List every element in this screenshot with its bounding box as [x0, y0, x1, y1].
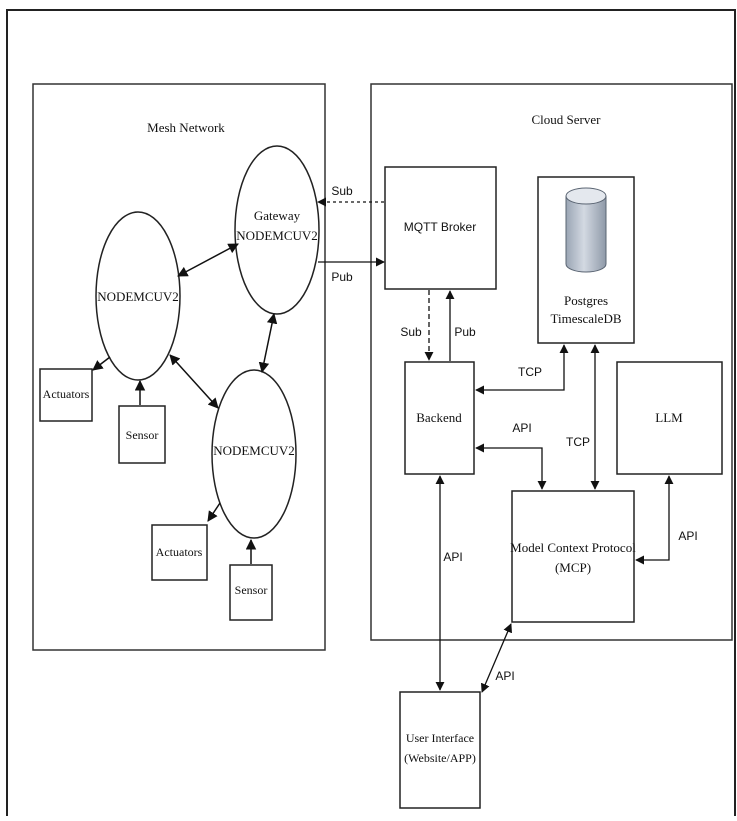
link-node-left-actuators — [92, 356, 111, 371]
link-node-left-gateway — [177, 243, 239, 277]
actuators-box-2 — [151, 524, 208, 581]
backend-box — [404, 361, 475, 475]
mqtt-broker-label: MQTT Broker — [404, 220, 476, 234]
label-api-backend-mcp: API — [512, 421, 531, 435]
sensor-label-1: Sensor — [126, 428, 159, 442]
user-interface-label-line1: User Interface — [406, 731, 474, 745]
mesh-network-group: Mesh Network Gateway NODEMCUV2 NODEMCUV2… — [32, 83, 326, 651]
sensor-box-1 — [118, 405, 166, 464]
link-gateway-node-bottom — [258, 312, 278, 374]
node-bottom-label: NODEMCUV2 — [213, 443, 295, 458]
label-api-mcp-ui: API — [495, 669, 514, 683]
user-interface-box — [399, 691, 481, 809]
actuators-box-1 — [39, 368, 93, 422]
link-node-bottom-actuators — [207, 502, 221, 522]
llm-label: LLM — [655, 410, 683, 425]
label-sub-backend: Sub — [400, 325, 422, 339]
label-pub-backend: Pub — [454, 325, 476, 339]
label-tcp-db-mcp: TCP — [566, 435, 590, 449]
link-backend-database-tcp — [475, 344, 569, 395]
label-api-llm-mcp: API — [678, 529, 697, 543]
actuators-label-2: Actuators — [156, 545, 203, 559]
label-api-backend-ui: API — [443, 550, 462, 564]
link-node-left-node-bottom — [169, 354, 219, 409]
database-label-line1: Postgres — [564, 293, 608, 308]
gateway-label-line1: Gateway — [254, 208, 301, 223]
mcp-box — [511, 490, 635, 623]
actuators-label-1: Actuators — [43, 387, 90, 401]
mesh-network-title: Mesh Network — [147, 120, 225, 135]
cloud-server-title: Cloud Server — [532, 112, 602, 127]
mcp-label-line2: (MCP) — [555, 560, 591, 575]
node-left-label: NODEMCUV2 — [97, 289, 179, 304]
node-bottom — [211, 369, 297, 539]
sensor-label-2: Sensor — [235, 583, 268, 597]
link-mcp-ui-api — [481, 623, 512, 693]
gateway-label-line2: NODEMCUV2 — [236, 228, 318, 243]
link-backend-mcp-api — [475, 443, 547, 490]
cloud-server-group: Cloud Server MQTT Broker Postgres Timesc… — [370, 83, 733, 641]
backend-label: Backend — [416, 410, 462, 425]
link-llm-mcp-api — [635, 475, 674, 565]
mqtt-broker-box — [384, 166, 497, 290]
mcp-label-line1: Model Context Protocol — [510, 540, 636, 555]
user-interface-label-line2: (Website/APP) — [404, 751, 476, 765]
database-label-line2: TimescaleDB — [550, 311, 621, 326]
llm-box — [616, 361, 723, 475]
label-tcp-backend-db: TCP — [518, 365, 542, 379]
label-sub-gateway: Sub — [331, 184, 353, 198]
database-icon — [565, 187, 607, 273]
sensor-box-2 — [229, 564, 273, 621]
label-pub-gateway: Pub — [331, 270, 353, 284]
